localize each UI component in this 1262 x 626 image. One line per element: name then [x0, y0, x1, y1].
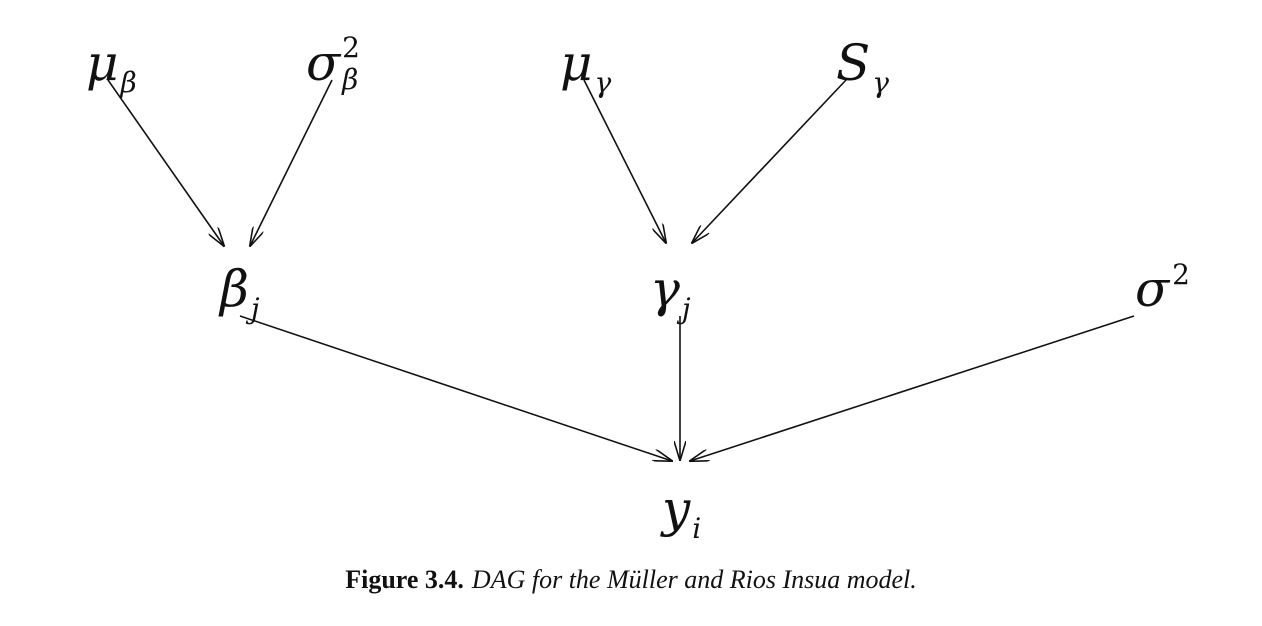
node-y-i: yi [662, 484, 701, 543]
node-sigma2-beta-subscript: β [342, 63, 359, 96]
node-s-gamma-subscript: γ [872, 66, 889, 99]
node-mu-beta-subscript: β [120, 66, 137, 99]
figure-caption-label: Figure 3.4. [345, 565, 464, 594]
edge-sigma2-to-y-i [690, 315, 1135, 461]
edge-mu-beta-to-beta-j [107, 79, 224, 246]
node-gamma-j-symbol: γ [650, 260, 680, 318]
node-sigma2-superscript: 2 [1172, 258, 1190, 291]
node-y-i-symbol: y [662, 480, 691, 538]
node-beta-j-symbol: β [220, 260, 249, 318]
node-mu-beta-symbol: μ [86, 34, 119, 92]
node-sigma2-symbol: σ [1135, 260, 1170, 318]
node-gamma-j-subscript: j [681, 292, 691, 325]
edge-sigma2-beta-to-beta-j [250, 79, 333, 246]
node-mu-gamma-symbol: μ [560, 34, 593, 92]
node-sigma2-beta-superscript: 2 [342, 31, 360, 64]
node-mu-gamma: μγ [560, 38, 611, 97]
node-beta-j: βj [220, 264, 260, 323]
figure-caption: Figure 3.4.DAG for the Müller and Rios I… [0, 565, 1262, 595]
node-gamma-j: γj [650, 264, 691, 323]
node-sigma2-beta-symbol: σ [306, 34, 341, 92]
node-mu-beta: μβ [86, 38, 137, 97]
node-mu-gamma-subscript: γ [594, 66, 612, 99]
figure-caption-text: DAG for the Müller and Rios Insua model. [471, 565, 917, 594]
edge-beta-j-to-y-i [239, 315, 672, 461]
edge-s-gamma-to-gamma-j [692, 79, 847, 243]
edge-mu-gamma-to-gamma-j [583, 79, 666, 243]
node-s-gamma: Sγ [836, 38, 889, 97]
node-y-i-subscript: i [692, 512, 702, 545]
node-s-gamma-symbol: S [836, 34, 871, 92]
node-beta-j-subscript: j [250, 292, 260, 325]
